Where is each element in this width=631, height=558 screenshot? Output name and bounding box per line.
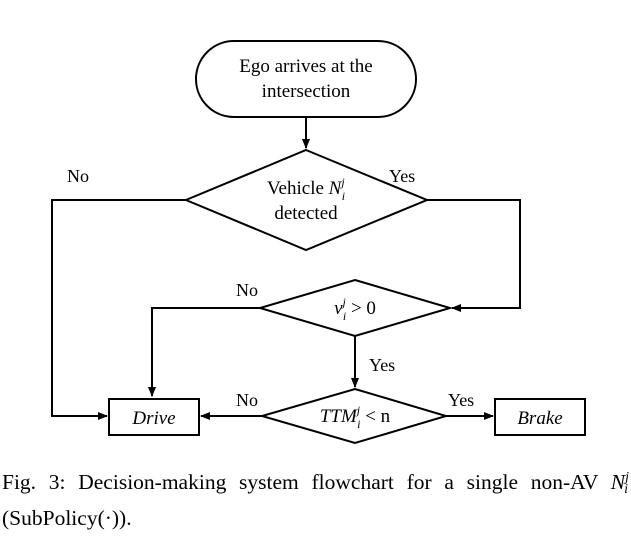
caption-label: Fig. 3: [2,470,66,494]
caption-tail: (SubPolicy(·)). [2,506,132,530]
start-node-line1: Ego arrives at the [239,56,372,77]
figure-caption: Fig. 3: Decision-making system flowchart… [2,466,630,535]
edge-label-velocity-yes: Yes [369,355,395,375]
start-node-line2: intersection [262,81,351,102]
decision-vehicle-var: N [328,178,343,199]
brake-box: Brake [494,398,586,436]
drive-label: Drive [131,408,175,429]
connectors [51,117,521,420]
caption-math-var: N [610,470,626,494]
edge-label-velocity-no: No [236,280,258,300]
decision-vehicle-sub: i [342,189,345,203]
edge-velocity-no-to-drive [148,307,260,397]
decision-vehicle-sup: j [339,175,345,189]
decision-velocity-var: v [334,298,343,319]
drive-box: Drive [108,398,200,436]
brake-label: Brake [517,408,562,429]
edge-label-vehicle-no: No [67,166,89,186]
decision-ttm-sup: j [355,403,361,417]
decision-velocity-sub: i [343,309,346,323]
decision-ttm-var: TTM [320,406,358,427]
edge-label-vehicle-yes: Yes [389,166,415,186]
caption-math-sub: i [624,482,629,498]
edge-label-ttm-no: No [236,390,258,410]
edge-vehicle-yes-to-velocity [427,199,521,312]
decision-ttm-relation: < n [360,406,390,427]
decision-velocity-relation: > 0 [346,298,376,319]
decision-vehicle-prefix: Vehicle [267,178,329,199]
decision-velocity-sup: j [341,295,347,309]
flowchart: Ego arrives at the intersection Vehicle … [51,40,586,445]
decision-ttm-sub: i [357,417,360,431]
caption-text: Decision-making system flowchart for a s… [65,470,611,494]
start-node: Ego arrives at the intersection [195,40,417,118]
decision-vehicle-line2: detected [274,203,338,224]
caption-math-sup: j [625,470,630,486]
edge-vehicle-no-to-drive [51,199,186,420]
edge-label-ttm-yes: Yes [448,390,474,410]
